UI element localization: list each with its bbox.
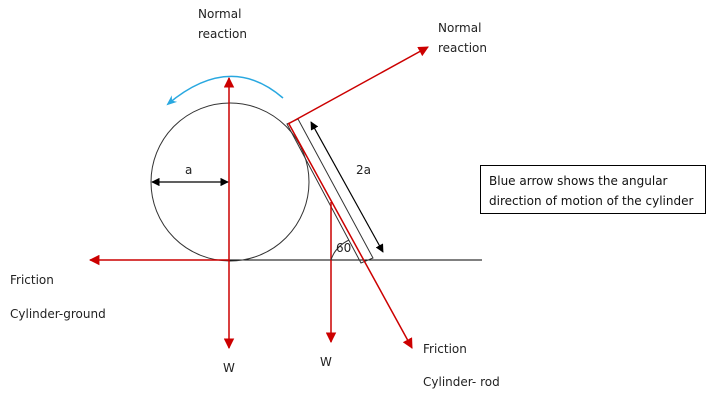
friction-ground-label: Friction Cylinder-ground <box>10 273 106 321</box>
angle-arc <box>330 239 350 261</box>
rod-length-dimension <box>310 121 384 253</box>
normal-reaction-rod-label: Normal reaction <box>438 21 487 55</box>
friction-rod-label: Friction Cylinder- rod <box>423 342 500 389</box>
normal-reaction-top-label: Normal reaction <box>198 7 247 41</box>
rod <box>286 118 374 264</box>
rotation-arrow <box>166 75 284 106</box>
weight-cylinder-label: W <box>223 361 235 375</box>
rod-length-label: 2a <box>356 163 371 177</box>
weight-rod-label: W <box>320 355 332 369</box>
cylinder <box>150 102 310 262</box>
friction-rod-arrow <box>288 123 413 349</box>
rotation-note: Blue arrow shows the angular direction o… <box>480 165 706 214</box>
angle-label: 60 <box>336 241 351 255</box>
radius-label: a <box>185 163 192 177</box>
normal-reaction-rod-arrow <box>287 46 429 125</box>
